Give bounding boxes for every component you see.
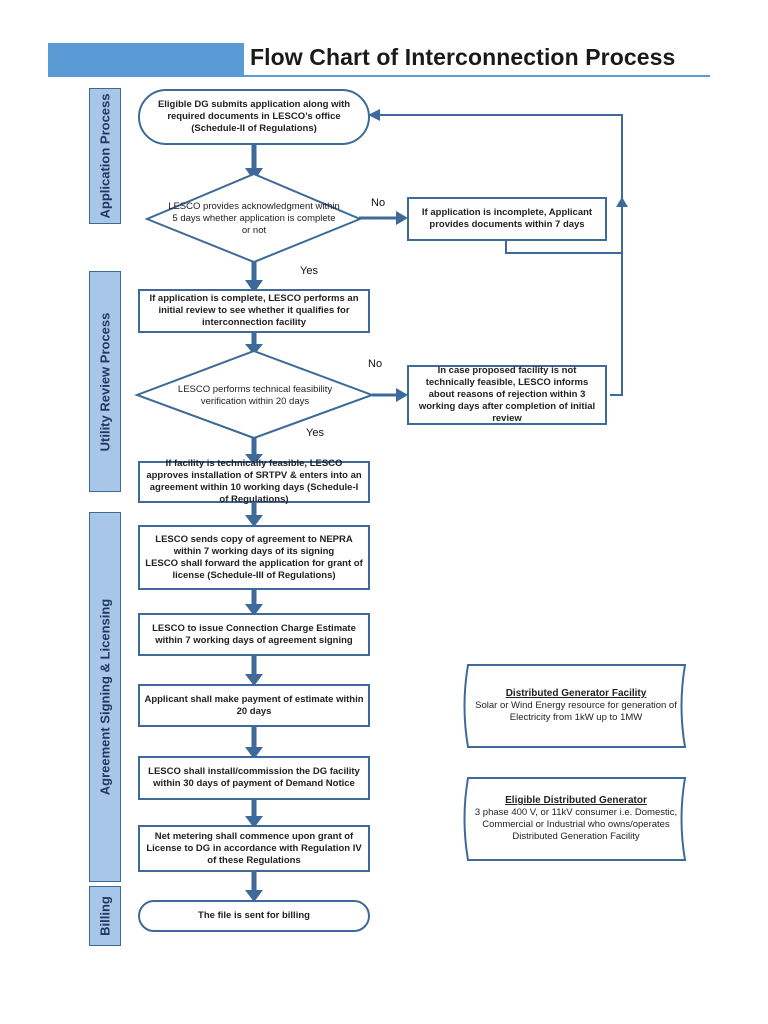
- yes-label-1: Yes: [300, 265, 318, 277]
- start-node: Eligible DG submits application along wi…: [138, 89, 370, 145]
- title-banner: [48, 43, 244, 77]
- dg-facility-title: Distributed Generator Facility: [505, 688, 647, 699]
- eligible-dg-title: Eligible Distributed Generator: [505, 795, 647, 806]
- nepra-license-box: LESCO sends copy of agreement to NEPRA w…: [138, 525, 370, 590]
- license-forward-text: LESCO shall forward the application for …: [145, 557, 363, 581]
- incomplete-application-box: If application is incomplete, Applicant …: [407, 197, 607, 241]
- approval-agreement-box: If facility is technically feasible, LES…: [138, 458, 370, 505]
- install-commission-box: LESCO shall install/commission the DG fa…: [138, 756, 370, 800]
- page-title: Flow Chart of Interconnection Process: [250, 44, 676, 70]
- dg-facility-text: Solar or Wind Energy resource for genera…: [475, 700, 677, 723]
- phase-application: Application Process: [89, 88, 121, 224]
- decision-acknowledgment: LESCO provides acknowledgment within 5 d…: [168, 201, 340, 236]
- dg-facility-info: Distributed Generator Facility Solar or …: [470, 670, 682, 742]
- phase-billing: Billing: [89, 886, 121, 946]
- nepra-copy-text: LESCO sends copy of agreement to NEPRA w…: [155, 533, 353, 557]
- yes-label-2: Yes: [306, 427, 324, 439]
- no-label-1: No: [371, 197, 386, 209]
- payment-box: Applicant shall make payment of estimate…: [138, 684, 370, 727]
- rejection-box: In case proposed facility is not technic…: [407, 365, 607, 425]
- initial-review-box: If application is complete, LESCO perfor…: [138, 289, 370, 333]
- title-underline: [244, 75, 710, 77]
- phase-utility-review: Utility Review Process: [89, 271, 121, 492]
- no-label-2: No: [368, 358, 383, 370]
- charge-estimate-box: LESCO to issue Connection Charge Estimat…: [138, 613, 370, 656]
- eligible-dg-text: 3 phase 400 V, or 11kV consumer i.e. Dom…: [474, 807, 678, 842]
- decision-feasibility: LESCO performs technical feasibility ver…: [177, 384, 333, 407]
- phase-agreement-licensing: Agreement Signing & Licensing: [89, 512, 121, 882]
- billing-end-node: The file is sent for billing: [138, 900, 370, 932]
- net-metering-box: Net metering shall commence upon grant o…: [138, 825, 370, 872]
- eligible-dg-info: Eligible Distributed Generator 3 phase 4…: [470, 783, 682, 855]
